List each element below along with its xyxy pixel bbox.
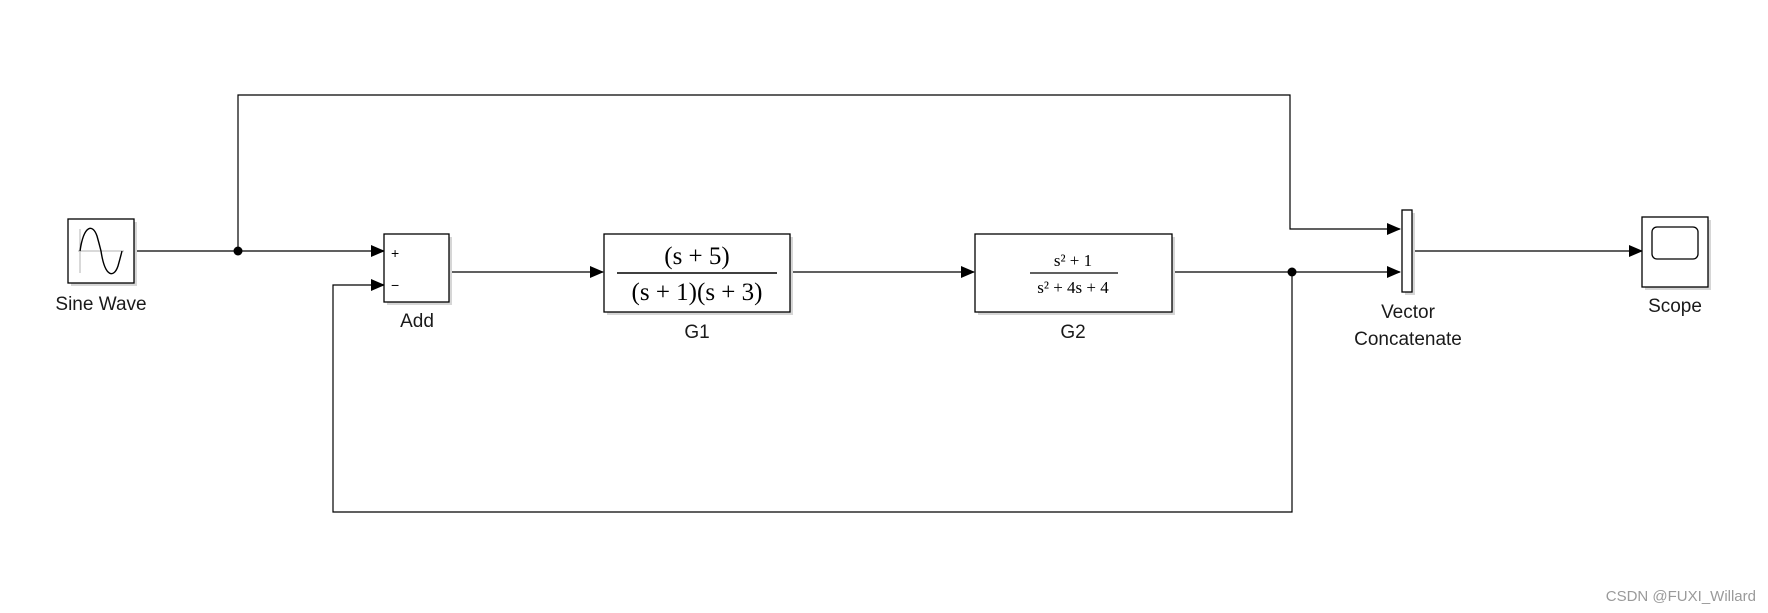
g1-numerator: (s + 5) <box>664 243 729 270</box>
scope-label: Scope <box>1648 296 1702 317</box>
add-label: Add <box>400 311 434 332</box>
vector-concatenate-label-line2: Concatenate <box>1354 329 1462 350</box>
add-plus-sign: + <box>391 245 399 261</box>
signal-feedback[interactable] <box>332 272 1293 513</box>
vector-concatenate-block[interactable] <box>1401 209 1415 295</box>
sine-wave-icon <box>78 227 124 275</box>
g1-label: G1 <box>684 322 709 343</box>
g2-denominator: s² + 4s + 4 <box>1037 278 1109 297</box>
add-block[interactable]: + − <box>383 233 452 305</box>
add-minus-sign: − <box>391 277 399 293</box>
branch-point-sine <box>233 246 243 256</box>
signal-sine-to-concat[interactable] <box>237 94 1401 251</box>
branch-point-g2 <box>1287 267 1297 277</box>
sine-wave-block[interactable] <box>67 218 137 286</box>
signal-lines <box>134 94 1643 513</box>
g2-label: G2 <box>1060 322 1085 343</box>
scope-block[interactable] <box>1641 216 1711 290</box>
scope-icon <box>1651 226 1699 260</box>
g1-block[interactable]: (s + 5) (s + 1)(s + 3) <box>603 233 793 315</box>
g2-numerator: s² + 1 <box>1054 251 1092 270</box>
g2-block[interactable]: s² + 1 s² + 4s + 4 <box>974 233 1175 315</box>
watermark: CSDN @FUXI_Willard <box>1606 588 1756 605</box>
sine-wave-label: Sine Wave <box>55 294 146 315</box>
g1-denominator: (s + 1)(s + 3) <box>632 279 763 306</box>
vector-concatenate-label-line1: Vector <box>1381 302 1436 323</box>
